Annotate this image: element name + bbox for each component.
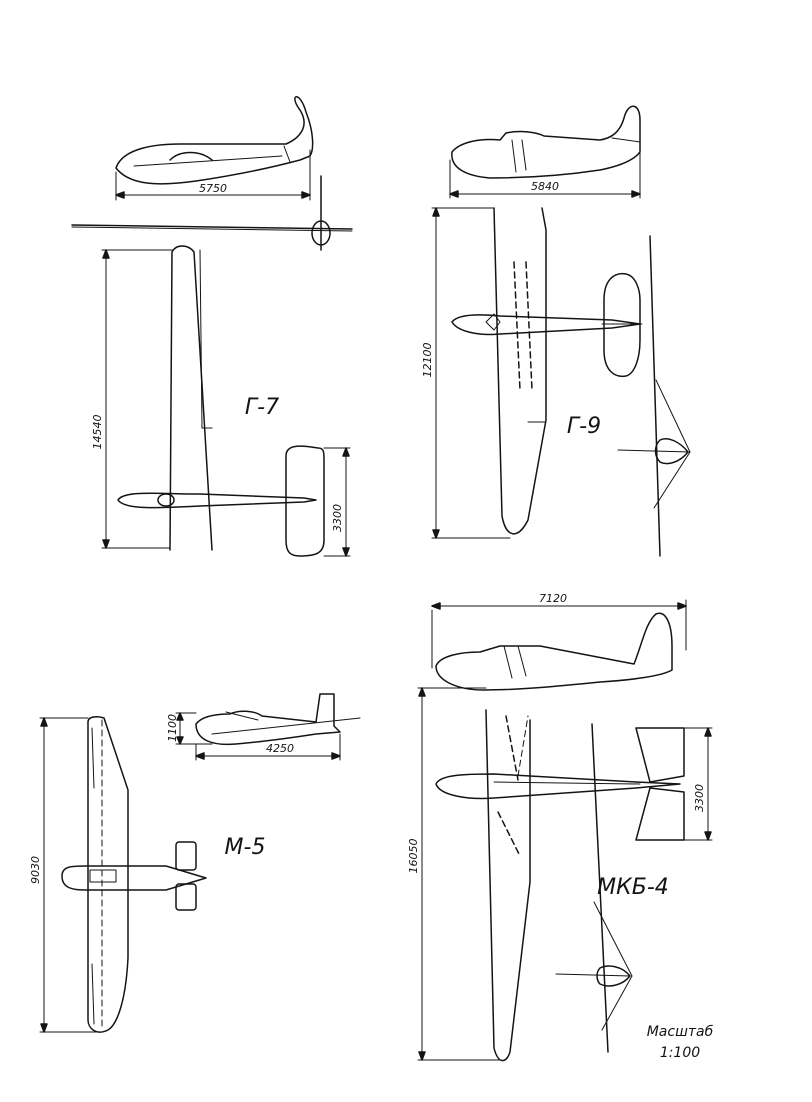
m5-side-view: 1100 4250: [166, 693, 361, 761]
m5-name-label: М-5: [225, 835, 266, 860]
glider-mkb4: 7120 16050 3300: [407, 592, 713, 1062]
m5-height-label: 1100: [166, 714, 179, 742]
mkb4-side-view: 7120: [431, 592, 687, 691]
m5-span-label: 9030: [29, 856, 42, 884]
g9-length-label: 5840: [531, 180, 559, 193]
glider-m5: 1100 4250 9030 М-5: [29, 693, 361, 1033]
glider-g7: 5750 14540: [71, 96, 353, 557]
g7-side-view: 5750: [115, 96, 314, 201]
scale-title: Масштаб: [647, 1024, 714, 1040]
g7-name-label: Г-7: [245, 395, 279, 420]
g7-plan-view: 14540 3300: [91, 245, 351, 557]
mkb4-span-label: 16050: [407, 839, 420, 874]
g9-span-label: 12100: [421, 343, 434, 378]
scale-value: 1:100: [660, 1045, 700, 1061]
g9-side-view: 5840: [449, 105, 641, 199]
g9-plan-view: 12100: [421, 207, 643, 539]
m5-length-label: 4250: [266, 742, 294, 755]
mkb4-plan-view: 16050 3300: [407, 687, 713, 1062]
g9-name-label: Г-9: [567, 414, 601, 439]
g9-front-view: [617, 235, 691, 557]
g7-span-label: 14540: [91, 415, 104, 450]
mkb4-tail-span-label: 3300: [693, 784, 706, 812]
g7-front-view: [71, 175, 353, 251]
scale-note: Масштаб 1:100: [647, 1024, 714, 1061]
mkb4-name-label: МКБ-4: [597, 875, 669, 900]
g7-length-label: 5750: [199, 182, 227, 195]
mkb4-length-label: 7120: [539, 592, 567, 605]
mkb4-front-view: [555, 723, 633, 1053]
g7-tail-span-label: 3300: [331, 504, 344, 532]
glider-g9: 5840 12100 Г-9: [421, 105, 691, 557]
m5-plan-view: 9030: [29, 716, 207, 1033]
